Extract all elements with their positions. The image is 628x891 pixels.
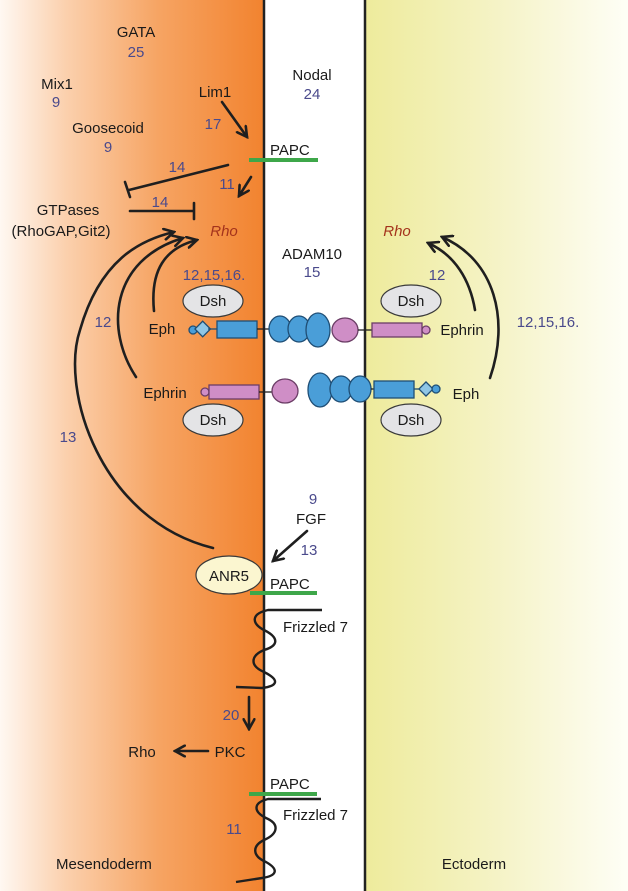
eph-receptor-right: [307, 372, 441, 408]
ectoderm-region: [365, 0, 628, 891]
left-ephrin-ref: 12: [95, 314, 112, 331]
ephrin-ligand-right: [331, 317, 431, 343]
nodal-ref: 24: [304, 86, 321, 103]
papc-inhibit-ref: 14: [169, 159, 186, 176]
fgf-arrow-ref: 13: [301, 542, 318, 559]
ephrin-ligand-left: [200, 378, 299, 404]
svg-text:Dsh: Dsh: [200, 293, 227, 310]
ectoderm-label: Ectoderm: [442, 856, 506, 873]
fgf-ref: 9: [309, 491, 317, 508]
adam10-label: ADAM10: [282, 246, 342, 263]
frizzled-mid-receptor: [235, 608, 322, 690]
nodal-label: Nodal: [292, 67, 331, 84]
papc-inhibit-bar: [123, 180, 132, 199]
eph-left-label: Eph: [149, 321, 176, 338]
svg-text:Dsh: Dsh: [398, 293, 425, 310]
right-ephrin-to-rho-arc: [428, 243, 477, 312]
fgf-label: FGF: [296, 511, 326, 528]
mesendoderm-label: Mesendoderm: [56, 856, 152, 873]
pkc-ref: 20: [223, 707, 240, 724]
right-eph-ref: 12,15,16.: [517, 314, 580, 331]
papc-to-rho-arrow: [239, 175, 253, 196]
lim1-to-papc-arrow: [220, 100, 247, 137]
frizzled-bottom-label: Frizzled 7: [283, 807, 348, 824]
dsh-right-top: Dsh: [380, 284, 442, 318]
papc-bottom-ref: 11: [226, 821, 242, 838]
adam10-ref: 15: [304, 264, 321, 281]
left-eph-ref: 12,15,16.: [183, 267, 246, 284]
goosecoid-ref: 9: [104, 139, 112, 156]
ephrin-right-label: Ephrin: [440, 322, 483, 339]
anr5-to-rho-arc: [73, 232, 215, 550]
dsh-left-top: Dsh: [182, 284, 244, 318]
eph-right-label: Eph: [453, 386, 480, 403]
gata-label: GATA: [117, 24, 156, 41]
mix1-ref: 9: [52, 94, 60, 111]
anr5-ref: 13: [60, 429, 77, 446]
mix1-label: Mix1: [41, 76, 73, 93]
rho-pkc-label: Rho: [128, 744, 156, 761]
svg-text:Dsh: Dsh: [398, 412, 425, 429]
frizzled-mid-label: Frizzled 7: [283, 619, 348, 636]
svg-text:Dsh: Dsh: [200, 412, 227, 429]
mesendoderm-region: [0, 0, 264, 891]
papc-mid-label: PAPC: [270, 576, 310, 593]
anr5-node: ANR5: [195, 555, 263, 595]
svg-text:ANR5: ANR5: [209, 568, 249, 585]
papc-bottom-label: PAPC: [270, 776, 310, 793]
eph-receptor-left: [188, 312, 331, 348]
gata-ref: 25: [128, 44, 145, 61]
fgf-arrow: [273, 529, 309, 561]
gtpases-label: GTPases: [37, 202, 100, 219]
ephrin-to-rho-arc: [116, 238, 183, 379]
eph-to-rho-arc: [152, 240, 197, 313]
pkc-label: PKC: [215, 744, 246, 761]
papc-top-label: PAPC: [270, 142, 310, 159]
goosecoid-label: Goosecoid: [72, 120, 144, 137]
dsh-right-bottom: Dsh: [380, 403, 442, 437]
frizzled-bottom-receptor: [235, 797, 321, 884]
gtpases-sublabel: (RhoGAP,Git2): [12, 223, 111, 240]
lim1-ref: 17: [205, 116, 222, 133]
papc-inhibits-gtpases: [127, 163, 230, 192]
right-ephrin-ref: 12: [429, 267, 446, 284]
ephrin-left-label: Ephrin: [143, 385, 186, 402]
rho-left-label: Rho: [210, 223, 238, 240]
gtpases-ref: 14: [152, 194, 169, 211]
rho-right-label: Rho: [383, 223, 411, 240]
right-eph-to-rho-arc: [442, 237, 500, 380]
lim1-label: Lim1: [199, 84, 232, 101]
dsh-left-bottom: Dsh: [182, 403, 244, 437]
intercellular-space: [264, 0, 365, 891]
papc-rho-ref: 11: [219, 176, 235, 193]
